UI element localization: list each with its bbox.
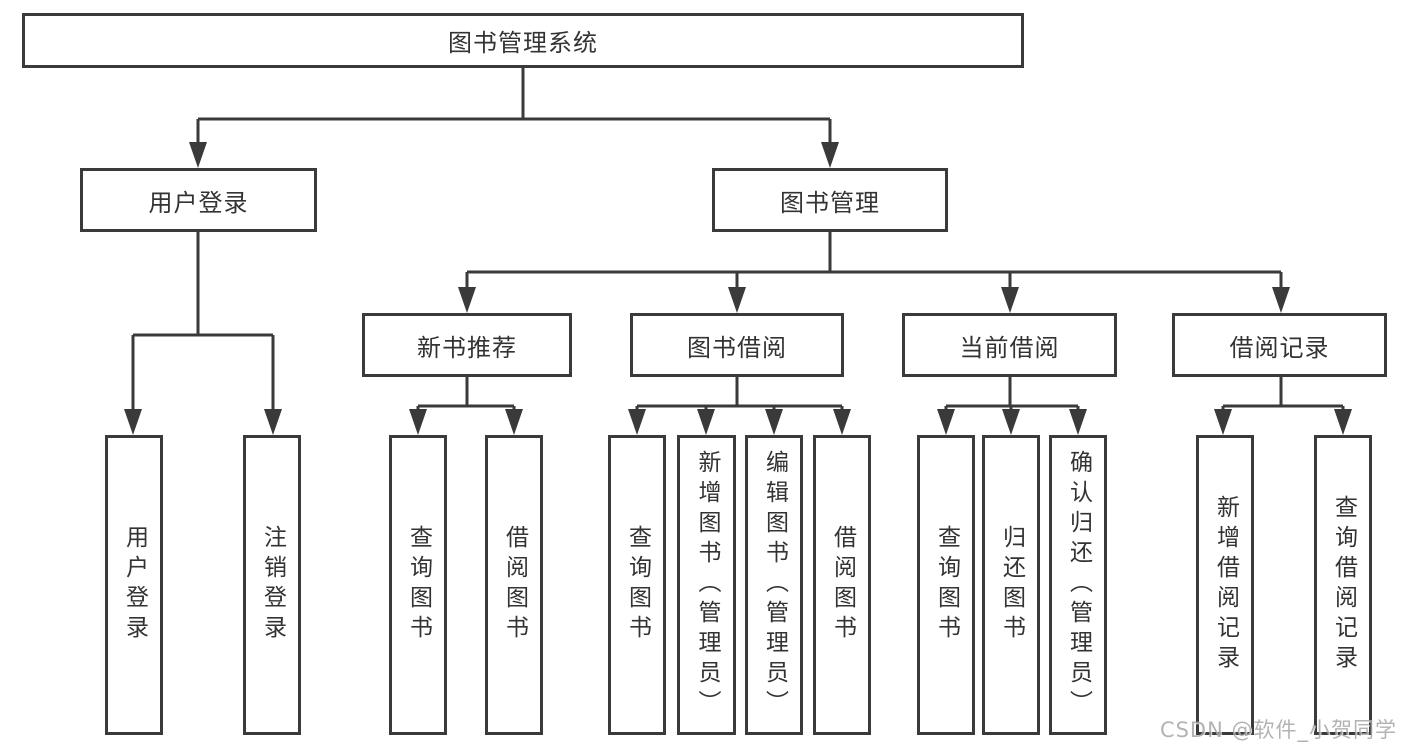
leaf-borrow-books-recommend: 借阅图书 xyxy=(485,435,543,735)
node-label: 图书管理系统 xyxy=(448,29,598,57)
leaf-confirm-return-admin: 确认归还（管理员） xyxy=(1049,435,1107,735)
node-borrowing-records: 借阅记录 xyxy=(1172,313,1387,377)
node-label: 新增图书（管理员） xyxy=(694,450,720,720)
node-label: 查询借阅记录 xyxy=(1330,495,1357,675)
node-label: 新增借阅记录 xyxy=(1212,495,1239,675)
leaf-query-books-recommend: 查询图书 xyxy=(389,435,447,735)
node-label: 当前借阅 xyxy=(959,333,1060,362)
leaf-return-book: 归还图书 xyxy=(982,435,1040,735)
leaf-edit-book-admin: 编辑图书（管理员） xyxy=(745,435,803,735)
node-label: 新书推荐 xyxy=(417,333,517,362)
node-user-login: 用户登录 xyxy=(80,168,317,232)
node-library-system: 图书管理系统 xyxy=(22,13,1024,68)
node-label: 查询图书 xyxy=(405,525,432,645)
node-label: 借阅图书 xyxy=(501,525,528,645)
node-label: 借阅图书 xyxy=(829,525,856,645)
leaf-query-books-borrowing: 查询图书 xyxy=(608,435,666,735)
node-current-borrowing: 当前借阅 xyxy=(902,313,1117,377)
leaf-query-books-current: 查询图书 xyxy=(917,435,975,735)
leaf-user-login: 用户登录 xyxy=(105,435,163,735)
node-label: 图书借阅 xyxy=(687,333,787,362)
node-new-book-recommendation: 新书推荐 xyxy=(362,313,572,377)
watermark: CSDN @软件_小贺同学 xyxy=(1159,718,1397,742)
leaf-add-book-admin: 新增图书（管理员） xyxy=(677,435,736,735)
node-label: 借阅记录 xyxy=(1229,333,1330,362)
leaf-add-borrow-record: 新增借阅记录 xyxy=(1196,435,1254,735)
leaf-borrow-books-borrowing: 借阅图书 xyxy=(813,435,871,735)
leaf-logout-login: 注销登录 xyxy=(243,435,301,735)
arrowhead-icons xyxy=(124,142,1352,435)
node-label: 用户登录 xyxy=(148,188,249,217)
node-book-management: 图书管理 xyxy=(712,168,948,232)
node-label: 图书管理 xyxy=(780,188,880,217)
node-label: 确认归还（管理员） xyxy=(1065,450,1092,720)
node-book-borrowing: 图书借阅 xyxy=(630,313,844,377)
node-label: 归还图书 xyxy=(998,525,1025,645)
leaf-query-borrow-record: 查询借阅记录 xyxy=(1314,435,1372,735)
node-label: 查询图书 xyxy=(624,525,651,645)
node-label: 用户登录 xyxy=(121,525,148,645)
node-label: 注销登录 xyxy=(259,525,286,645)
node-label: 查询图书 xyxy=(933,525,960,645)
node-label: 编辑图书（管理员） xyxy=(761,450,788,720)
